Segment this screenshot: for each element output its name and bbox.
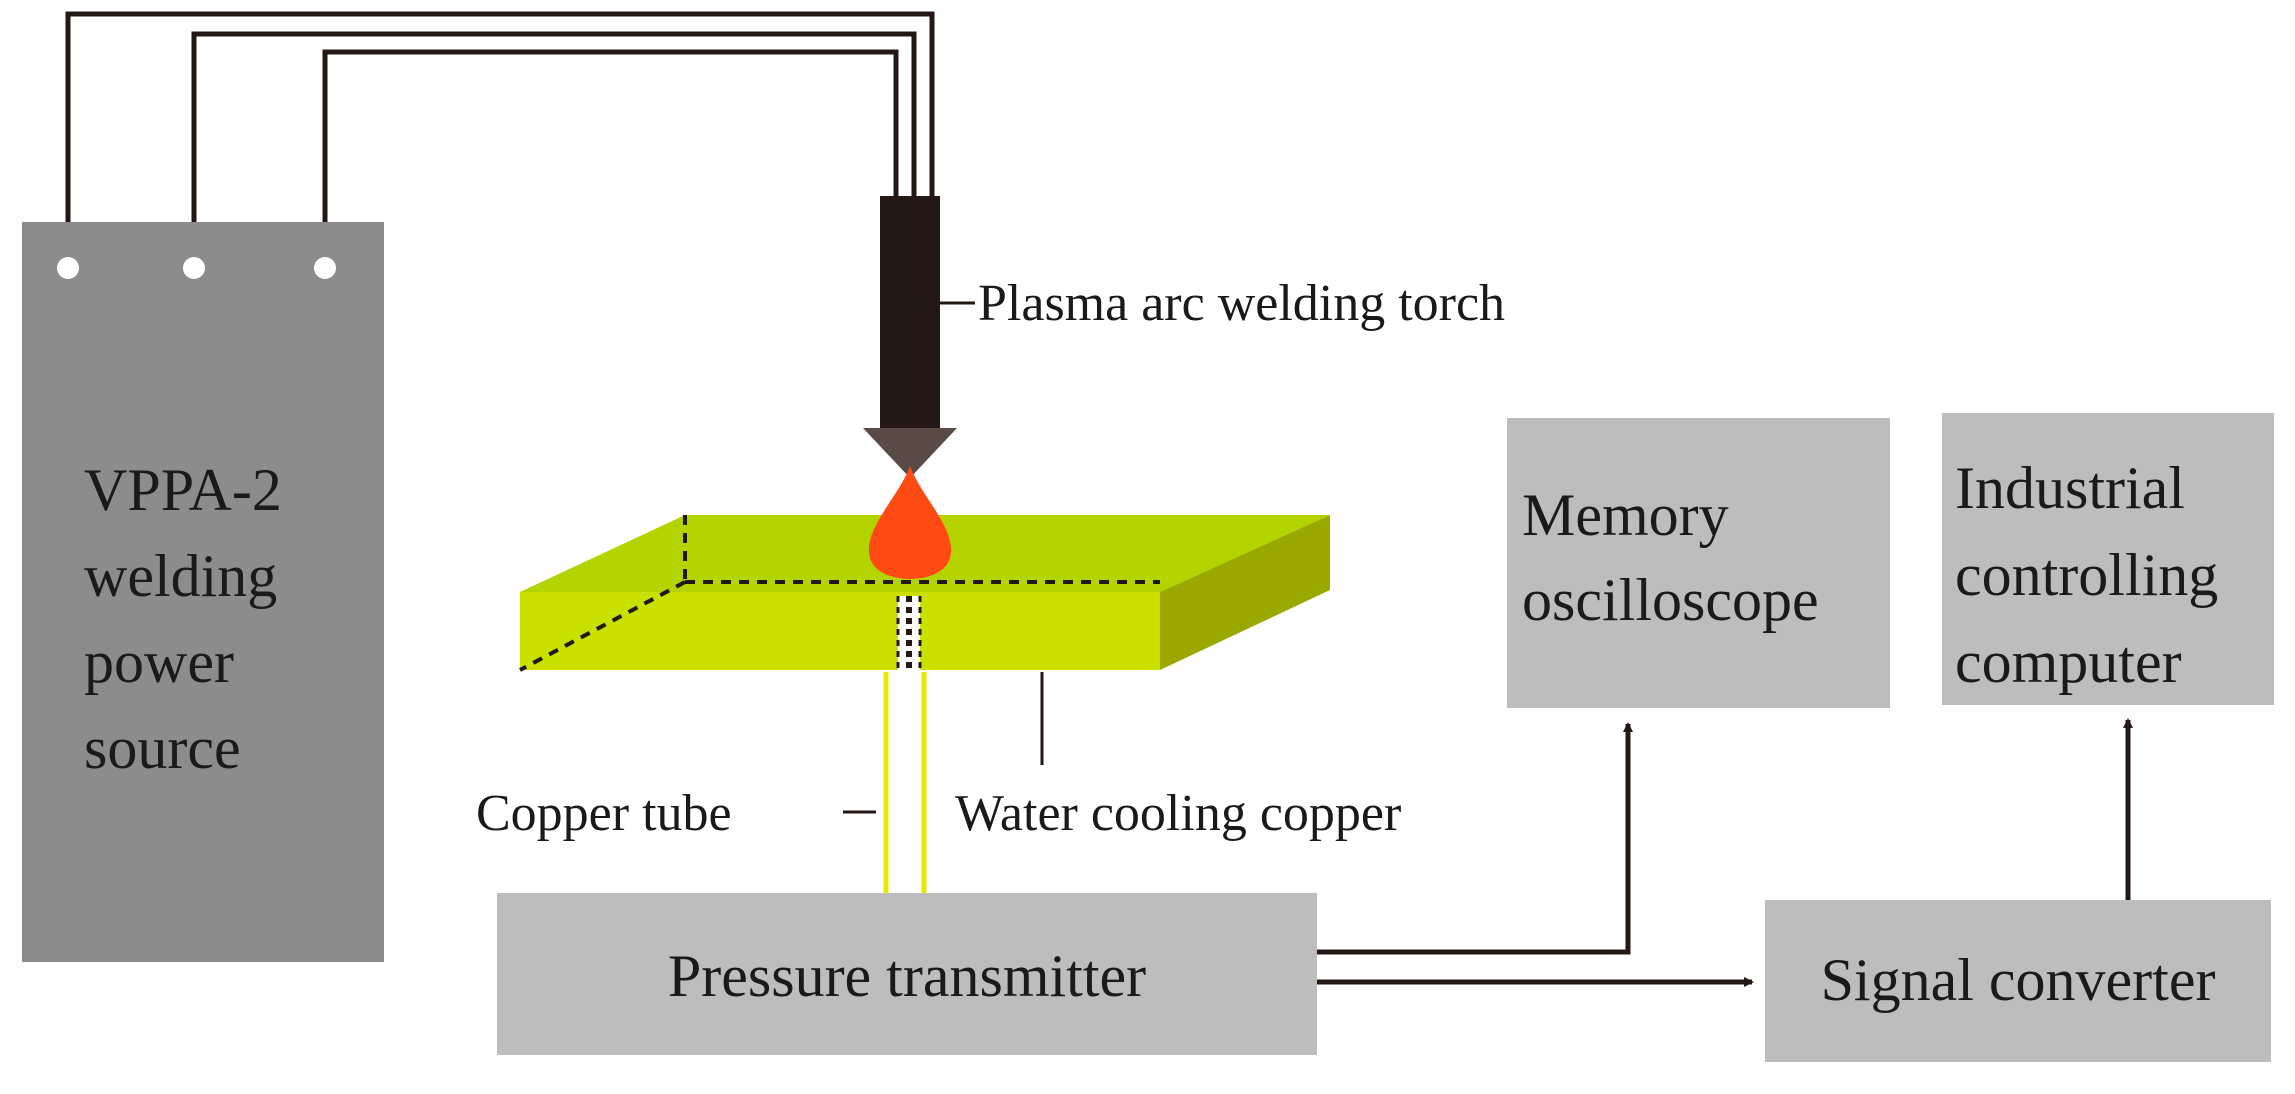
power-cable-1: [65, 11, 935, 268]
memory-oscilloscope-label-line-1: Memory: [1522, 482, 1729, 548]
plate-side-face: [1160, 515, 1330, 670]
pressure-transmitter-box: [497, 893, 1317, 1055]
power-cable-2: [191, 31, 917, 268]
memory-oscilloscope: Memory oscilloscope: [1507, 418, 1890, 708]
industrial-computer: Industrial controlling computer: [1942, 413, 2274, 705]
terminal-3: [314, 257, 336, 279]
copper-tube-label: Copper tube: [476, 785, 732, 842]
memory-oscilloscope-box: [1507, 418, 1890, 708]
industrial-computer-label-line-3: computer: [1955, 629, 2182, 695]
power-source-label-line-3: power: [84, 629, 234, 695]
power-source-label-line-2: welding: [84, 543, 277, 609]
pressure-transmitter-label: Pressure transmitter: [668, 943, 1146, 1009]
industrial-computer-label-line-2: controlling: [1955, 542, 2218, 608]
pressure-transmitter: Pressure transmitter: [497, 893, 1317, 1055]
torch-label: Plasma arc welding torch: [978, 275, 1505, 332]
terminal-1: [57, 257, 79, 279]
arrow-to-oscilloscope: [1317, 722, 1633, 955]
water-cooling-copper-label: Water cooling copper: [955, 785, 1401, 842]
copper-tube: [883, 672, 927, 900]
signal-converter: Signal converter: [1765, 900, 2271, 1062]
power-source-label-line-4: source: [84, 715, 241, 781]
power-source: VPPA-2 welding power source: [22, 222, 384, 962]
torch-body: [880, 196, 940, 428]
terminal-2: [183, 257, 205, 279]
power-source-box: [22, 222, 384, 962]
signal-converter-label: Signal converter: [1821, 947, 2216, 1013]
power-cable-3: [322, 49, 899, 268]
power-source-label-line-1: VPPA-2: [84, 457, 282, 523]
memory-oscilloscope-label-line-2: oscilloscope: [1522, 567, 1819, 633]
welding-torch: [863, 196, 957, 579]
signal-converter-box: [1765, 900, 2271, 1062]
torch-nozzle: [863, 428, 957, 478]
industrial-computer-label-line-1: Industrial: [1955, 455, 2185, 521]
signal-arrows: [1317, 718, 2133, 987]
plate-hidden-edges: [519, 515, 1160, 672]
plate-front-face: [520, 592, 1160, 670]
industrial-computer-box: [1942, 413, 2274, 705]
power-cables: [65, 11, 935, 268]
plasma-arc: [868, 466, 952, 579]
